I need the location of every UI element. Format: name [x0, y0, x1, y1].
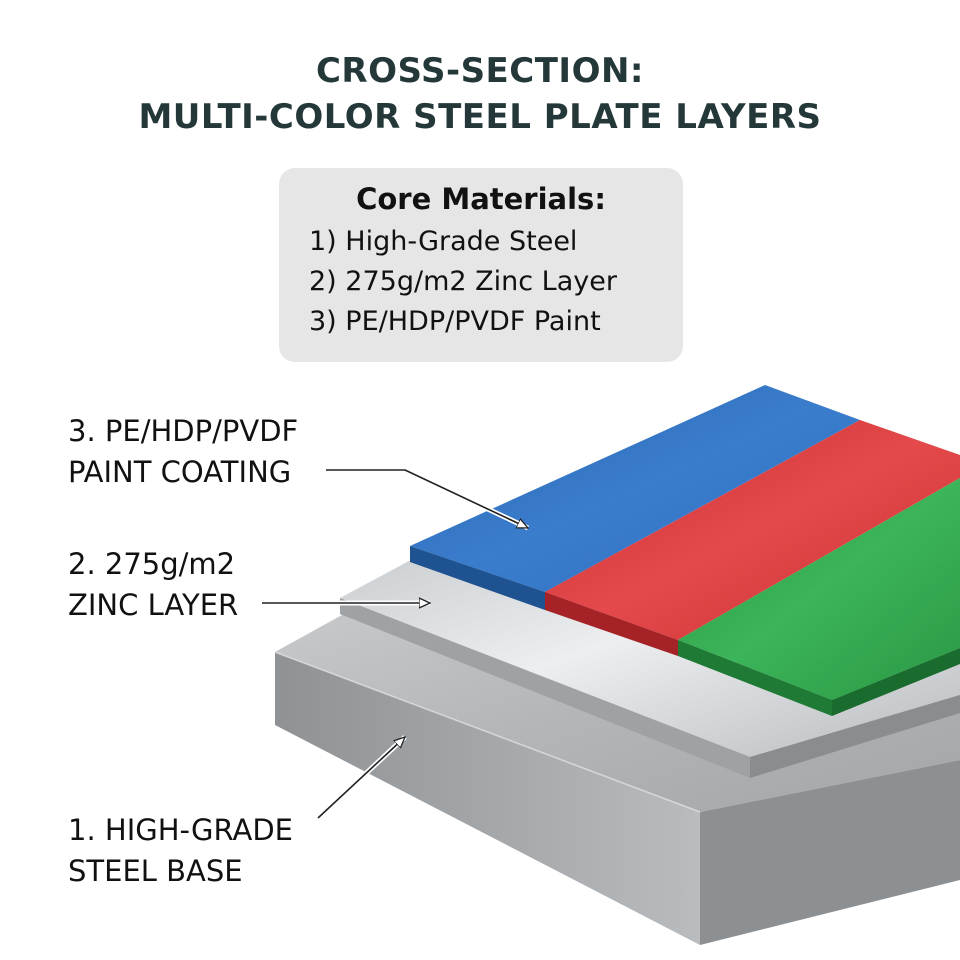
zinc-callout-label: 2. 275g/m2 ZINC LAYER: [68, 544, 238, 626]
paint-callout-label: 3. PE/HDP/PVDF PAINT COATING: [68, 411, 298, 493]
paint-blue-band: [410, 385, 860, 592]
paint-red-band: [545, 420, 960, 640]
paint-callout-line-2: PAINT COATING: [68, 455, 292, 489]
title-line-1: CROSS-SECTION:: [315, 51, 645, 91]
callout-arrows: [262, 467, 528, 820]
core-materials-box: Core Materials: 1) High-Grade Steel 2) 2…: [279, 168, 683, 362]
core-material-item-steel: 1) High-Grade Steel: [309, 226, 578, 257]
steel-callout-arrow: [317, 737, 405, 819]
paint-green-band: [678, 478, 960, 700]
core-materials-heading: Core Materials:: [356, 182, 606, 216]
page-title: CROSS-SECTION: MULTI-COLOR STEEL PLATE L…: [0, 48, 960, 140]
title-line-2: MULTI-COLOR STEEL PLATE LAYERS: [138, 97, 822, 137]
zinc-callout-line-1: 2. 275g/m2: [68, 547, 236, 581]
paint-callout-line-1: 3. PE/HDP/PVDF: [68, 414, 299, 448]
steel-callout-line-2: STEEL BASE: [68, 854, 243, 888]
steel-callout-line-1: 1. HIGH-GRADE: [68, 813, 293, 847]
paint-callout-arrow: [326, 469, 528, 529]
core-material-item-paint: 3) PE/HDP/PVDF Paint: [309, 306, 601, 337]
steel-callout-label: 1. HIGH-GRADE STEEL BASE: [68, 810, 293, 892]
zinc-callout-line-2: ZINC LAYER: [68, 588, 239, 622]
core-material-item-zinc: 2) 275g/m2 Zinc Layer: [309, 266, 617, 297]
paint-coating-layer: [410, 385, 960, 716]
